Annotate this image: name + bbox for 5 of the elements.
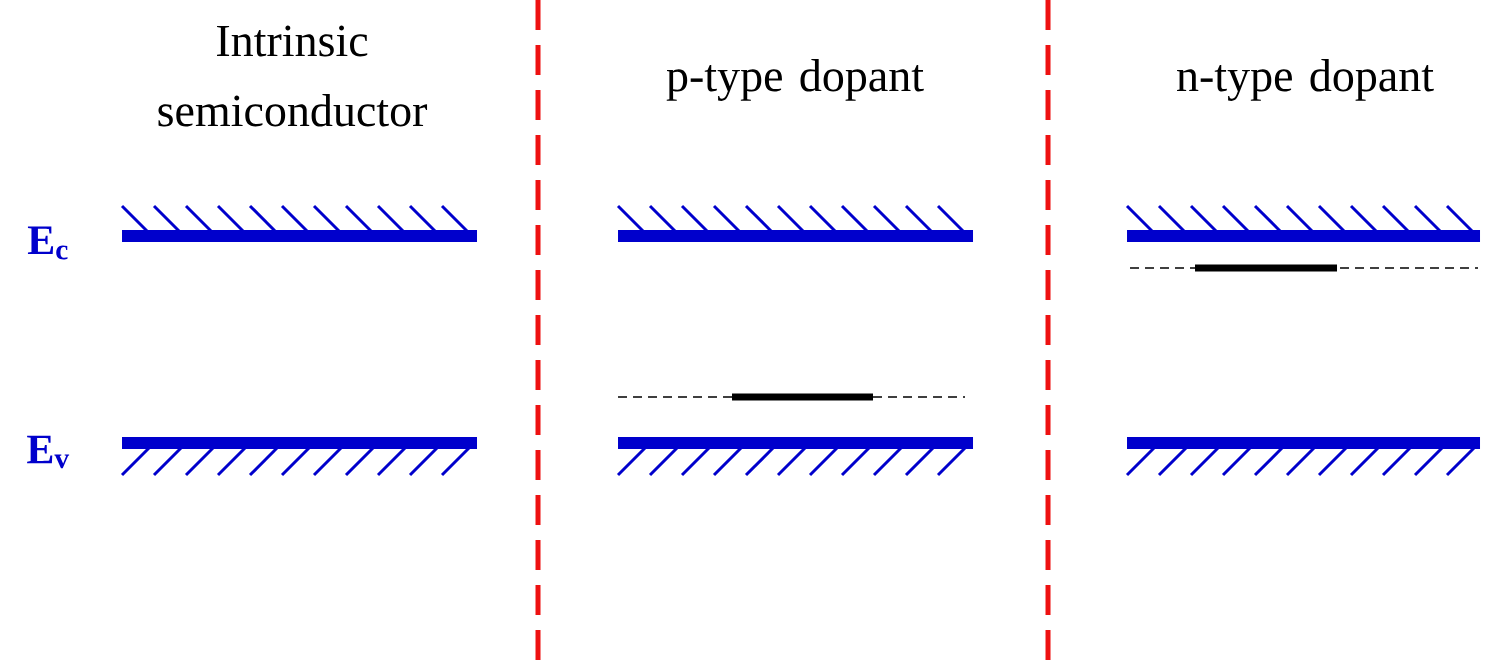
energy-level-label: E$_{v}$ bbox=[27, 435, 70, 469]
column-heading: Intrinsic semiconductor bbox=[158, 25, 428, 127]
column-heading: n-type dopant bbox=[1177, 59, 1434, 101]
energy-level-label: E$_{c}$ bbox=[27, 226, 68, 260]
column-heading: p-type dopant bbox=[666, 59, 924, 101]
